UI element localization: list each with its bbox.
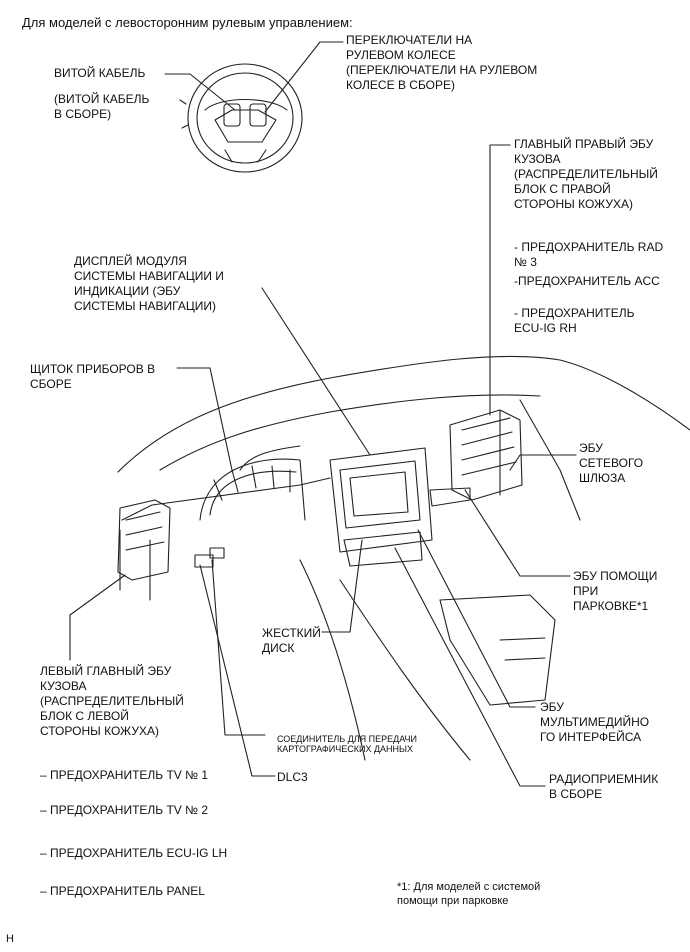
- leader-lines: [69, 41, 577, 787]
- label-dlc3: DLC3: [277, 770, 308, 784]
- label-radio-receiver: РАДИОПРИЕМНИК В СБОРЕ: [549, 772, 659, 801]
- label-hard-disk: ЖЕСТКИЙ ДИСК: [262, 626, 321, 655]
- label-fuse-tv2: – ПРЕДОХРАНИТЕЛЬ TV № 2: [40, 803, 209, 817]
- left-body-ecu-drawing: [117, 499, 171, 581]
- label-combination-meter: ЩИТОК ПРИБОРОВ В СБОРЕ: [30, 362, 156, 391]
- label-nav-display: ДИСПЛЕЙ МОДУЛЯ СИСТЕМЫ НАВИГАЦИИ И ИНДИК…: [74, 254, 224, 313]
- label-spiral-cable: ВИТОЙ КАБЕЛЬ: [54, 66, 146, 80]
- label-fuse-acc: -ПРЕДОХРАНИТЕЛЬ ACC: [514, 274, 660, 288]
- right-body-ecu-drawing: [449, 409, 523, 501]
- dlc3-drawing: [194, 547, 225, 568]
- footnote: *1: Для моделей с системой помощи при па…: [397, 881, 541, 907]
- page-header: Для моделей с левосторонним рулевым упра…: [22, 15, 353, 30]
- label-multimedia-ecu: ЭБУ МУЛЬТИМЕДИЙНО ГО ИНТЕРФЕЙСА: [540, 700, 650, 744]
- label-fuse-ecu-ig-lh: – ПРЕДОХРАНИТЕЛЬ ECU-IG LH: [40, 846, 228, 860]
- label-fuse-rad3: - ПРЕДОХРАНИТЕЛЬ RAD № 3: [514, 240, 664, 269]
- label-fuse-ecu-ig-rh: - ПРЕДОХРАНИТЕЛЬ ECU-IG RH: [514, 306, 635, 335]
- label-gateway-ecu: ЭБУ СЕТЕВОГО ШЛЮЗА: [579, 441, 644, 485]
- label-fuse-tv1: – ПРЕДОХРАНИТЕЛЬ TV № 1: [40, 768, 209, 782]
- label-main-body-ecu-lh: ЛЕВЫЙ ГЛАВНЫЙ ЭБУ КУЗОВА (РАСПРЕДЕЛИТЕЛЬ…: [40, 664, 184, 738]
- label-main-body-ecu-rh: ГЛАВНЫЙ ПРАВЫЙ ЭБУ КУЗОВА (РАСПРЕДЕЛИТЕЛ…: [514, 137, 658, 211]
- label-fuse-panel: – ПРЕДОХРАНИТЕЛЬ PANEL: [40, 884, 205, 898]
- steering-wheel-drawing: [179, 63, 303, 173]
- label-spiral-cable-sub: (ВИТОЙ КАБЕЛЬ В СБОРЕ): [54, 92, 150, 121]
- label-steering-switches: ПЕРЕКЛЮЧАТЕЛИ НА РУЛЕВОМ КОЛЕСЕ (ПЕРЕКЛЮ…: [346, 33, 538, 92]
- dashboard-drawing: [117, 355, 690, 761]
- label-parking-assist-ecu: ЭБУ ПОМОЩИ ПРИ ПАРКОВКЕ*1: [573, 569, 658, 613]
- corner-mark: H: [6, 933, 14, 945]
- label-map-data-connector: СОЕДИНИТЕЛЬ ДЛЯ ПЕРЕДАЧИ КАРТОГРАФИЧЕСКИ…: [277, 734, 417, 754]
